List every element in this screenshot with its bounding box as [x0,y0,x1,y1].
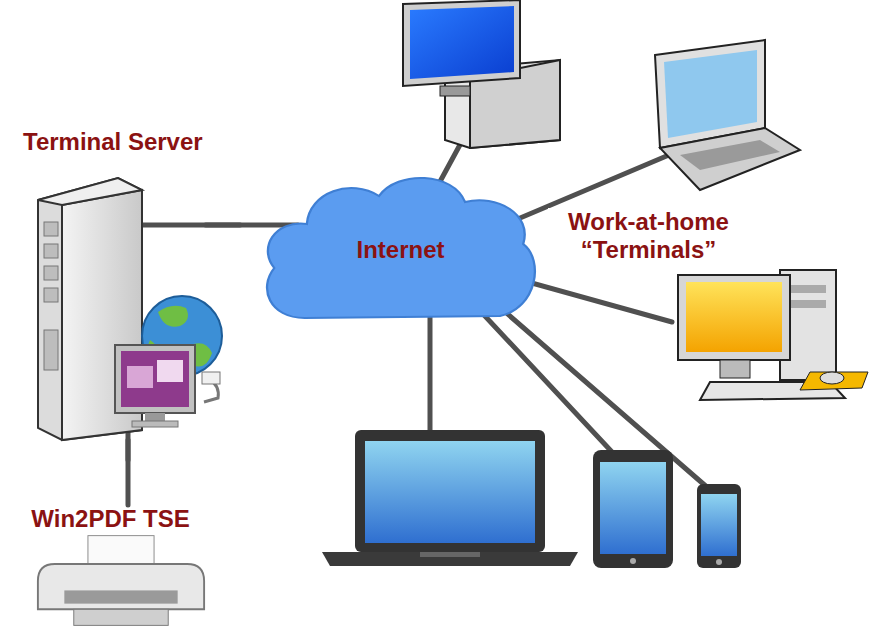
group-label: Work-at-home “Terminals” [548,208,749,263]
node-label: Win2PDF TSE [18,505,203,533]
node-label: Internet [258,236,543,264]
desktop-computer [678,270,868,400]
printer-node: Win2PDF TSE [18,505,203,628]
smartphone [697,484,741,568]
cloud-node: Internet [258,168,543,323]
network-line [126,440,131,505]
printer-icon [36,533,206,628]
terminal-icon [115,296,222,427]
tablet [593,450,673,568]
server-node: Terminal Server [20,128,206,440]
laptop [322,430,578,566]
node-label: Terminal Server [20,128,206,156]
laptop [655,40,800,190]
desktop-computer [403,0,560,148]
